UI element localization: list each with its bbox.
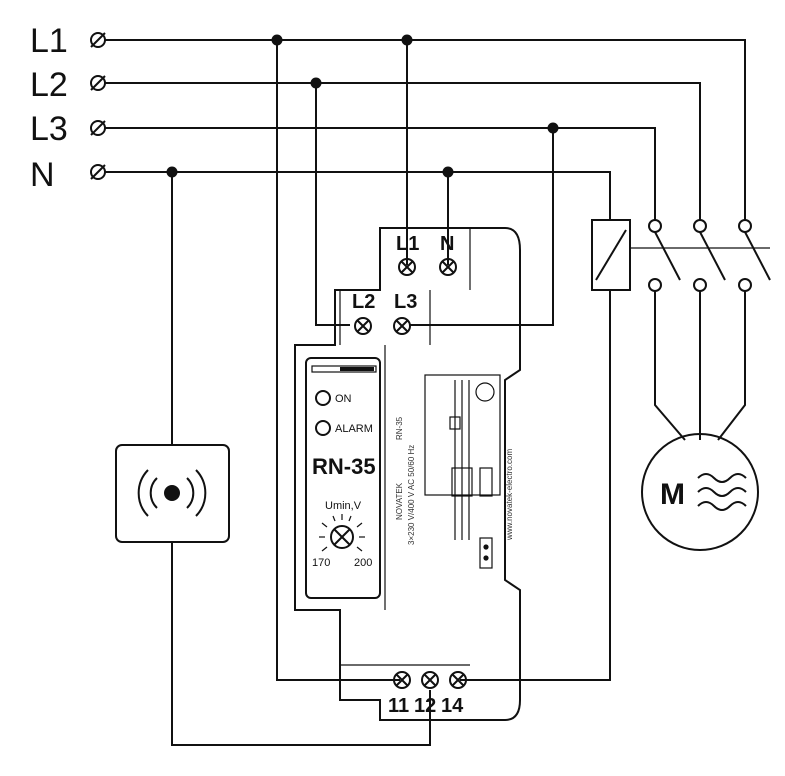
bus-label-l1: L1 [30,22,68,60]
screw-terminal-icon [393,671,411,689]
motor-wires [654,291,746,441]
junction-dot [271,34,283,46]
screw-terminal-icon [393,317,411,335]
wire-n-bus [105,171,611,220]
ac-wave-icon [697,473,747,511]
signal-broadcast-icon [137,469,207,517]
knob-max: 200 [354,557,372,569]
junction-dot [166,166,178,178]
wire-l1-bus [105,39,746,220]
wire-l2-drop [315,83,350,326]
indicator-label-alarm: ALARM [335,423,373,435]
motor: M [641,433,759,551]
knob-icon[interactable] [330,525,354,549]
led-icon [315,420,331,436]
bus-labels: L1 L2 L3 N [30,22,68,194]
motor-circle [641,433,759,551]
terminal-symbol-l2 [90,75,106,91]
knob-label: Umin,V [325,500,362,512]
terminal-symbol-l1 [90,32,106,48]
side-brand: NOVATEK [395,482,404,520]
terminal-label-l2: L2 [352,291,375,313]
side-website: www.novatek-electro.com [505,449,514,541]
adjust-knob[interactable] [319,514,365,552]
terminals-top: L1 N [396,233,457,276]
screw-terminal-icon [439,258,457,276]
relay-rn35: L1 N L2 L3 ON ALARM RN-35 Umin,V [294,227,521,721]
relay-feed-wires [171,40,611,746]
side-specs: 3×230 V/400 V AC 50/60 Hz [407,445,416,545]
contact-l3 [648,219,681,292]
coil-slash [595,229,627,281]
bus-terminals [90,32,106,180]
contact-l2 [693,219,726,292]
terminals-mid: L2 L3 [352,291,417,335]
junction-dot [547,122,559,134]
wire-l3-bus [105,127,656,220]
led-icon [315,390,331,406]
bus-label-l3: L3 [30,110,68,148]
terminal-label-12: 12 [414,695,436,717]
contactor-coil [591,219,631,291]
wire-l3-drop [410,128,554,326]
screw-terminal-icon [421,671,439,689]
alarm-device [115,444,230,543]
relay-model: RN-35 [312,454,376,479]
relay-front-panel [305,357,381,599]
side-label-area: NOVATEK RN-35 3×230 V/400 V AC 50/60 Hz … [395,374,514,569]
brand-logo [311,365,377,373]
terminal-symbol-n [90,164,106,180]
terminal-label-l1: L1 [396,233,419,255]
terminal-label-14: 14 [441,695,464,717]
indicator-on: ON [315,390,352,406]
terminal-label-n: N [440,233,454,255]
terminal-symbol-l3 [90,120,106,136]
indicator-alarm: ALARM [315,420,373,436]
motor-label: M [660,478,685,511]
wire-l2-bus [105,82,701,220]
internal-schematic [424,374,501,569]
terminal-label-11: 11 [388,695,409,717]
bus-label-l2: L2 [30,66,68,104]
junction-dot [401,34,413,46]
wire-14-to-coil [460,290,611,681]
junction-dot [442,166,454,178]
wire-l1-to-11 [276,40,400,681]
screw-terminal-icon [354,317,372,335]
bus-wires [105,39,746,220]
relay-housing [294,227,521,721]
screw-terminal-icon [449,671,467,689]
knob-min: 170 [312,557,330,569]
contact-l1 [738,219,771,292]
terminals-bottom: 11 12 14 [388,671,467,717]
bus-label-n: N [30,156,55,194]
terminal-label-l3: L3 [394,291,417,313]
junction-dot [310,77,322,89]
screw-terminal-icon [398,258,416,276]
alarm-box [115,444,230,543]
junction-dots [166,34,559,178]
side-model: RN-35 [395,416,404,440]
wire-alarm-to-12 [171,542,431,746]
indicator-label-on: ON [335,393,352,405]
contactor [591,219,771,292]
